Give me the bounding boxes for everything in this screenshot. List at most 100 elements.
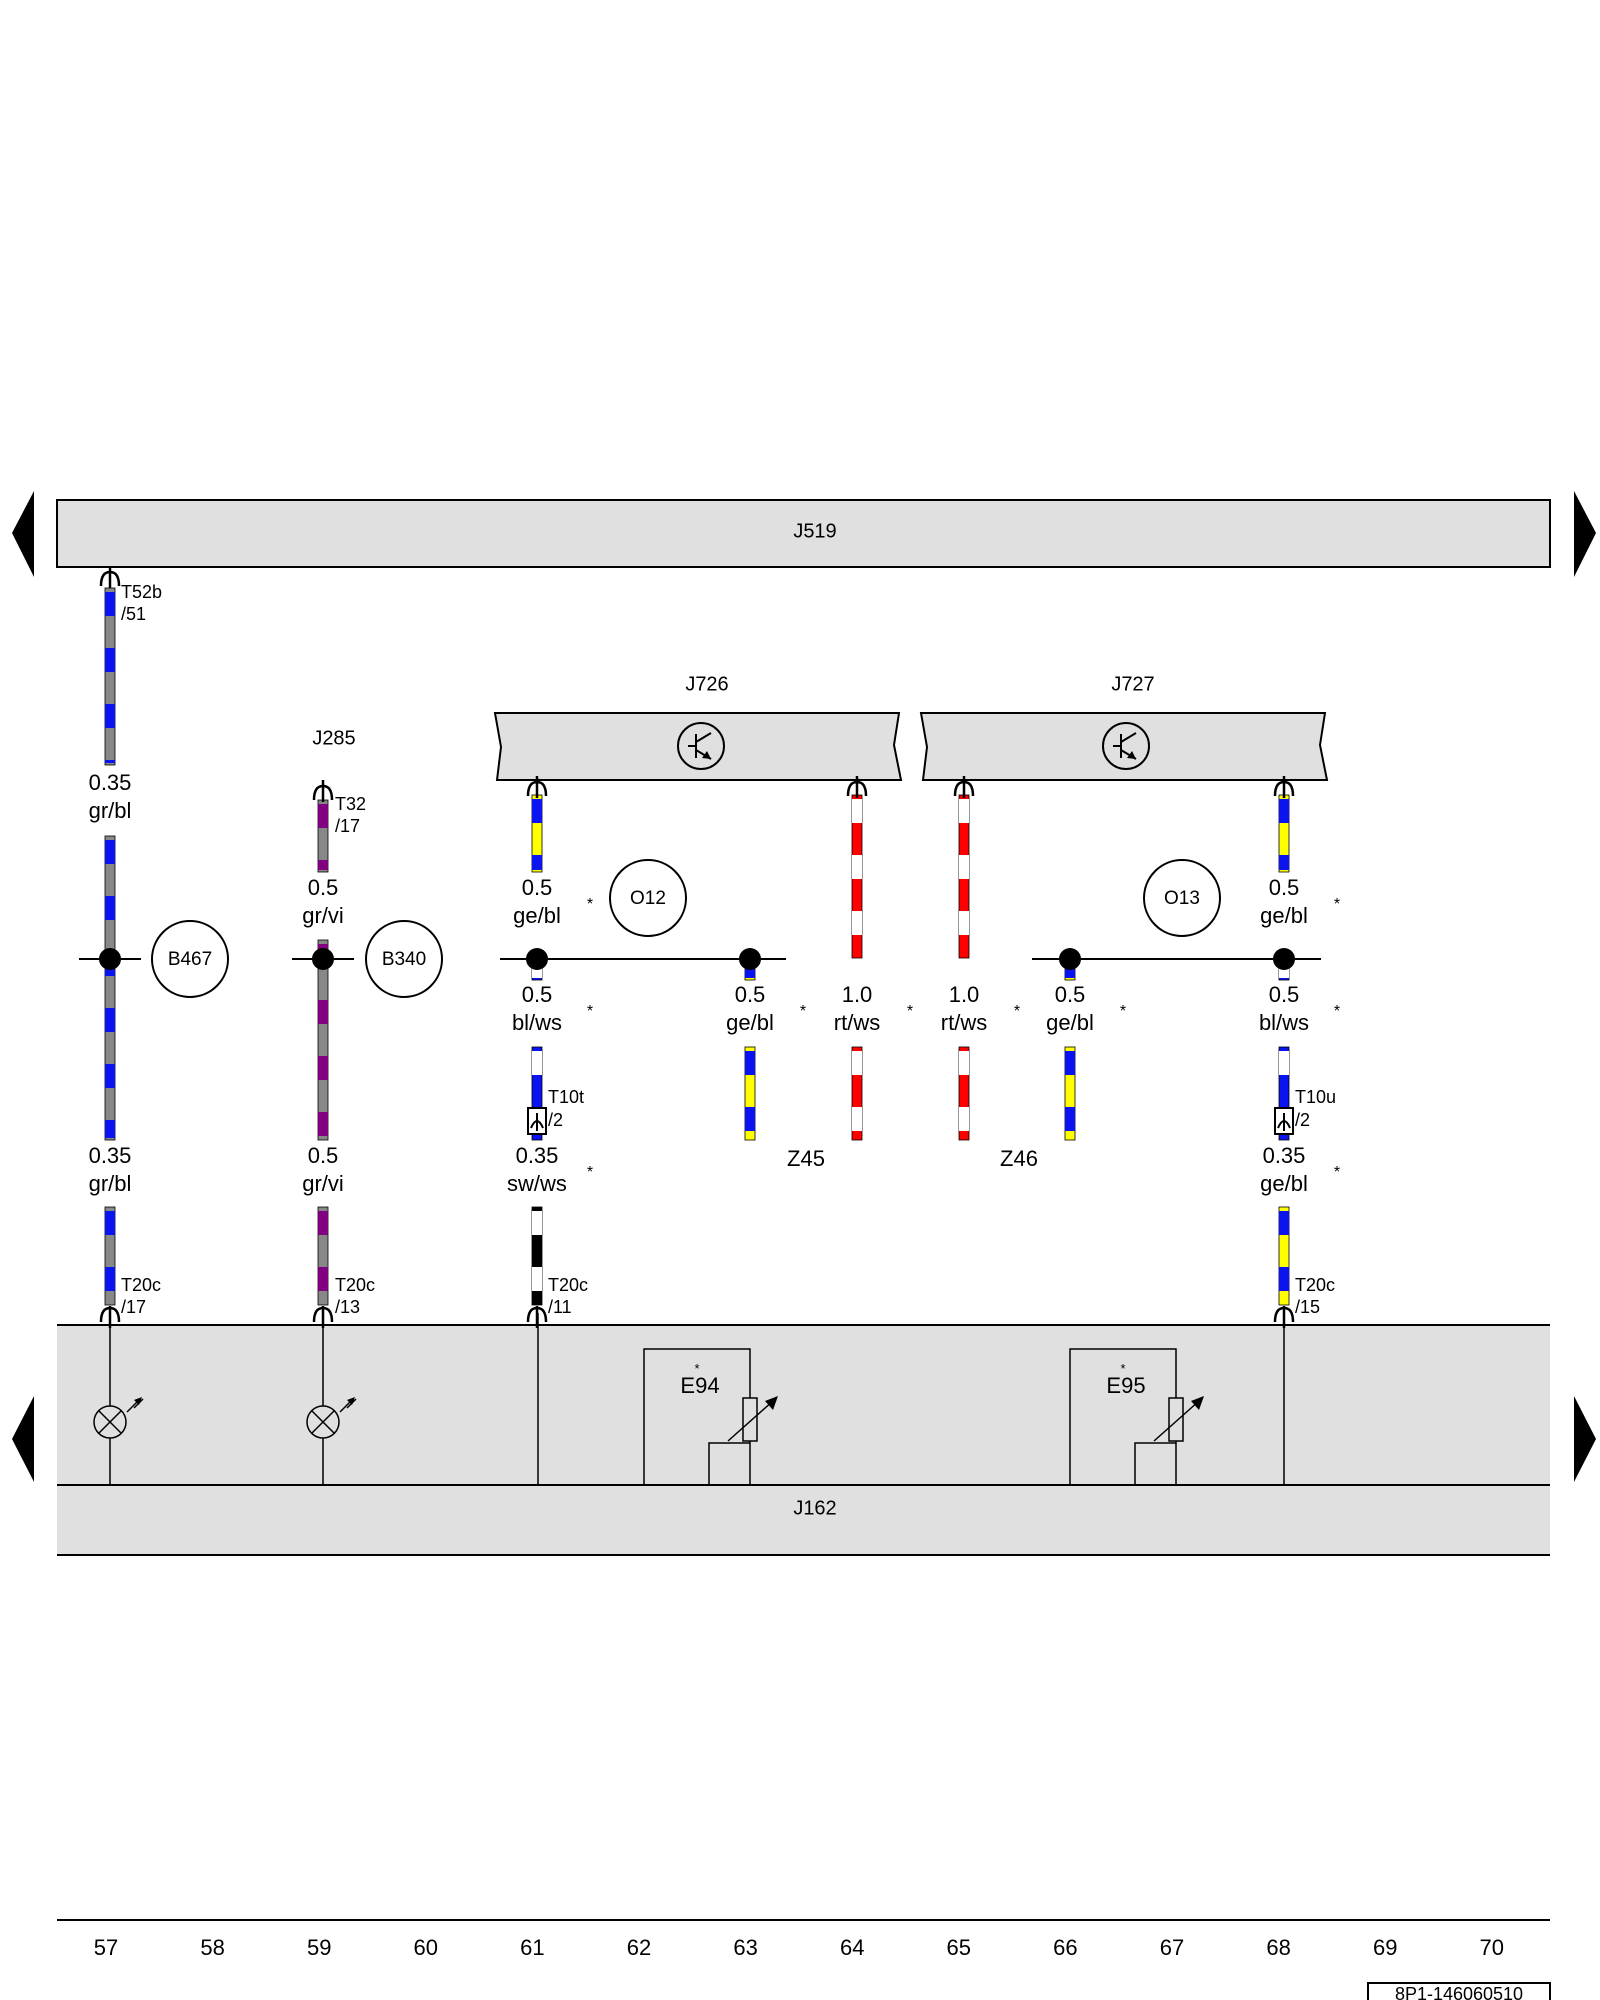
t10u-label: T10u xyxy=(1295,1087,1336,1107)
grid-number: 64 xyxy=(840,1935,864,1960)
wire-note-star: * xyxy=(907,1003,913,1020)
wire-color: ge/bl xyxy=(1260,1171,1308,1196)
wire-color: bl/ws xyxy=(1259,1010,1309,1035)
t52b-label: T52b xyxy=(121,582,162,602)
wire-segments xyxy=(104,587,1290,1306)
wire-color: rt/ws xyxy=(834,1010,880,1035)
t20c-label-57: T20c xyxy=(121,1275,161,1295)
bulb-icon xyxy=(306,1397,357,1439)
connector-pin-icon xyxy=(953,776,975,798)
wire-size: 0.5 xyxy=(1055,982,1086,1007)
wire-color: ge/bl xyxy=(1046,1010,1094,1035)
wire-size: 0.5 xyxy=(1269,982,1300,1007)
t10t-pin: /2 xyxy=(548,1110,563,1130)
svg-text:B340: B340 xyxy=(382,949,426,970)
wire-color: ge/bl xyxy=(726,1010,774,1035)
connector-pin-icon xyxy=(526,776,548,798)
e94-label: E94 xyxy=(680,1373,719,1398)
transistor-icon xyxy=(1102,722,1150,770)
grid-number: 61 xyxy=(520,1935,544,1960)
nav-left-arrow-bottom[interactable] xyxy=(12,1396,34,1482)
junction-dot xyxy=(312,948,334,970)
wire-note-star: * xyxy=(1334,1003,1340,1020)
circle-b467: B467 xyxy=(151,920,229,998)
grid-number: 63 xyxy=(733,1935,757,1960)
wire-note-star: * xyxy=(587,1164,593,1181)
wire-size: 0.35 xyxy=(89,770,132,795)
wire-segment xyxy=(1064,1046,1076,1141)
wire-segment xyxy=(104,835,116,1141)
wire-segment xyxy=(958,1046,970,1141)
wire-label: 0.35 gr/bl xyxy=(89,770,132,823)
junction-dot xyxy=(1059,948,1081,970)
wire-size: 0.5 xyxy=(308,1143,339,1168)
connector-pin-icon xyxy=(99,1306,121,1328)
wire-color: gr/vi xyxy=(302,903,344,928)
wire-label: 0.5ge/bl* xyxy=(513,875,593,928)
wire-segment xyxy=(744,1046,756,1141)
variable-resistor-icon: * E94 xyxy=(680,1361,778,1442)
t52b-pin: /51 xyxy=(121,604,146,624)
grid-number: 70 xyxy=(1480,1935,1504,1960)
wire-label: 0.5 gr/vi xyxy=(302,875,344,928)
wire-note-star: * xyxy=(587,1003,593,1020)
wire-segment xyxy=(531,1206,543,1306)
control-unit-j519: J519 xyxy=(56,499,1551,568)
nav-right-arrow-bottom[interactable] xyxy=(1574,1396,1596,1482)
document-id-box: 8P1-146060510 xyxy=(1367,1982,1551,2000)
junction-dot xyxy=(1273,948,1295,970)
grid-number: 57 xyxy=(94,1935,118,1960)
connector-pin-icon xyxy=(1273,776,1295,798)
connector-pin-icon xyxy=(526,1306,548,1328)
t20c-pin-15: /15 xyxy=(1295,1297,1320,1317)
t32-label: T32 xyxy=(335,794,366,814)
wire-note-star: * xyxy=(800,1003,806,1020)
grid-number: 69 xyxy=(1373,1935,1397,1960)
t20c-label-59: T20c xyxy=(335,1275,375,1295)
wire-segment xyxy=(104,1206,116,1306)
document-id: 8P1-146060510 xyxy=(1395,1984,1523,2000)
transistor-icon xyxy=(677,722,725,770)
wire-size: 0.5 xyxy=(522,875,553,900)
grid-number: 60 xyxy=(414,1935,438,1960)
wire-size: 0.5 xyxy=(1269,875,1300,900)
j162-label: J162 xyxy=(793,1497,836,1519)
j727-label: J727 xyxy=(1111,673,1154,695)
wire-segment xyxy=(531,794,543,873)
j519-label: J519 xyxy=(793,520,836,542)
nav-right-arrow-top[interactable] xyxy=(1574,491,1596,577)
wire-segment xyxy=(851,794,863,959)
wire-size: 0.5 xyxy=(522,982,553,1007)
grid-number: 65 xyxy=(947,1935,971,1960)
wire-color: gr/bl xyxy=(89,798,132,823)
svg-text:O13: O13 xyxy=(1164,888,1200,909)
wire-size: 1.0 xyxy=(842,982,873,1007)
wire-size: 0.5 xyxy=(308,875,339,900)
j726-label: J726 xyxy=(685,673,728,695)
e95-label: E95 xyxy=(1106,1373,1145,1398)
nav-left-arrow-top[interactable] xyxy=(12,491,34,577)
wire-color: rt/ws xyxy=(941,1010,987,1035)
wire-color: bl/ws xyxy=(512,1010,562,1035)
wire-color: ge/bl xyxy=(1260,903,1308,928)
junction-dot xyxy=(739,948,761,970)
wire-segment xyxy=(317,799,329,873)
connector-labels: T52b /51 T32 /17 T10t /2 T10u /2 T20c /1… xyxy=(121,582,1336,1317)
wire-segment xyxy=(1278,1206,1290,1306)
wire-note-star: * xyxy=(1334,896,1340,913)
connector-pin-icon xyxy=(312,780,334,802)
wire-color: sw/ws xyxy=(507,1171,567,1196)
t20c-label-61: T20c xyxy=(548,1275,588,1295)
t20c-pin-11: /11 xyxy=(548,1297,572,1317)
wire-size: 0.35 xyxy=(89,1143,132,1168)
wire-note-star: * xyxy=(1014,1003,1020,1020)
wire-label: 0.5 ge/bl * xyxy=(1260,875,1340,928)
wire-size: 0.35 xyxy=(1263,1143,1306,1168)
grid-number: 66 xyxy=(1053,1935,1077,1960)
control-unit-j726: J726 xyxy=(493,673,903,781)
